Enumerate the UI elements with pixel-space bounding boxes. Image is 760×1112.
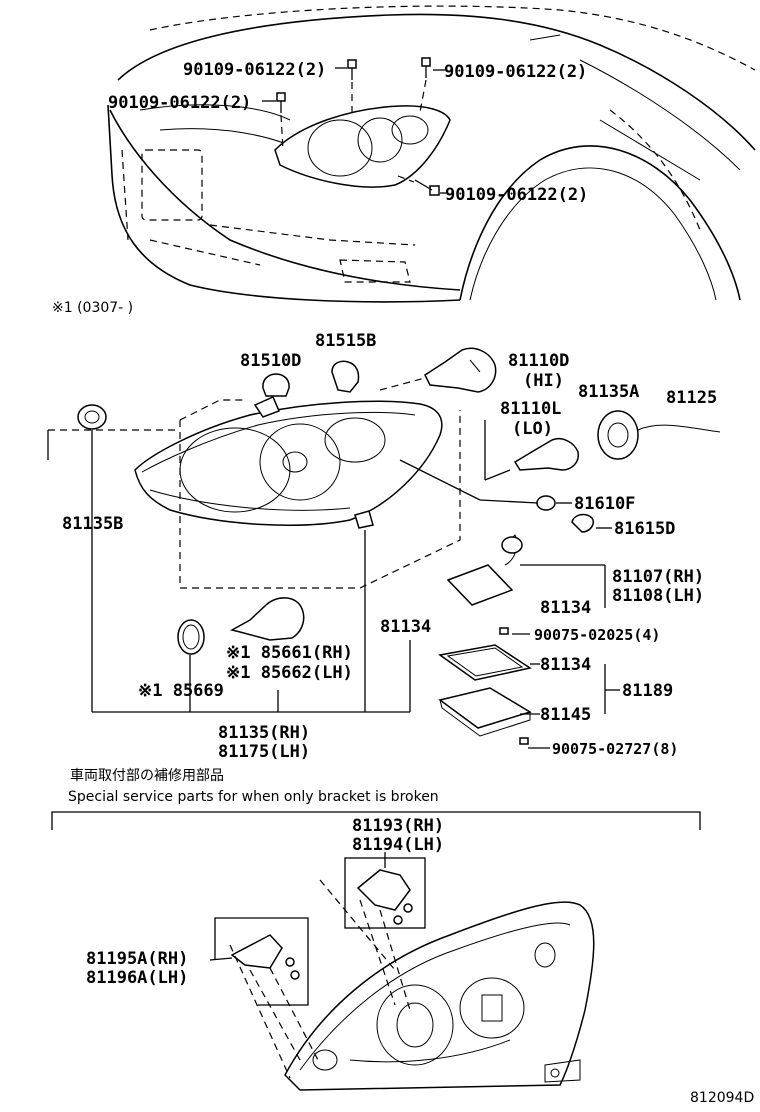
part-label-81134-ballast: 81134 — [540, 598, 591, 618]
ballast-81107-icon — [446, 534, 523, 606]
service-parts-note: Special service parts for when only brac… — [68, 789, 439, 805]
model-period-note: ※1 (0307- ) — [52, 300, 133, 316]
socket-81515b-icon — [331, 360, 360, 393]
bulb-81110d-hi-icon — [424, 347, 497, 393]
bolt-label-top-left: 90109-06122(2) — [183, 60, 326, 80]
headlamp-housing-rear — [284, 901, 595, 1091]
service-parts-bracket-line — [51, 811, 701, 830]
part-label-81108-lh: 81108(LH) — [612, 586, 704, 606]
part-label-81510d: 81510D — [240, 351, 301, 371]
socket-81615d-icon — [571, 513, 594, 533]
part-label-81193-rh: 81193(RH) — [352, 816, 444, 836]
part-label-81145: 81145 — [540, 705, 591, 725]
part-label-81135-rh: 81135(RH) — [218, 723, 310, 743]
part-label-81110l: 81110L — [500, 399, 561, 419]
part-label-81615d: 81615D — [614, 519, 675, 539]
bolt-label-lower: 90109-06122(2) — [445, 185, 588, 205]
headlamp-on-car — [274, 105, 451, 188]
gasket-81134-icon — [438, 644, 532, 681]
part-label-81110d-hi: (HI) — [523, 371, 564, 391]
part-label-90075-02025: 90075-02025(4) — [534, 626, 660, 644]
part-label-81110l-lo: (LO) — [512, 419, 553, 439]
part-label-90075-02727: 90075-02727(8) — [552, 740, 678, 758]
bolt-icon — [276, 57, 440, 196]
part-label-81134-lamp: 81134 — [380, 617, 431, 637]
part-label-81110d: 81110D — [508, 351, 569, 371]
bulb-81510d-icon — [262, 373, 290, 397]
part-label-81189: 81189 — [622, 681, 673, 701]
part-label-85669: ※1 85669 — [138, 681, 224, 701]
bolt-label-top-right: 90109-06122(2) — [444, 62, 587, 82]
part-label-81135b: 81135B — [62, 514, 123, 534]
headlamp-unit — [134, 396, 443, 529]
socket-81135a-icon — [597, 410, 721, 460]
part-label-81515b: 81515B — [315, 331, 376, 351]
part-label-85662-lh: ※1 85662(LH) — [226, 663, 353, 683]
screw-icon — [499, 627, 529, 745]
part-label-81195a-rh: 81195A(RH) — [86, 949, 188, 969]
japanese-service-note: 車両取付部の補修用部品 — [70, 767, 224, 784]
bulb-81110l-lo-icon — [513, 438, 580, 471]
bulb-81610f-icon — [536, 495, 556, 511]
part-label-81107-rh: 81107(RH) — [612, 567, 704, 587]
o-ring-85669-icon — [177, 619, 205, 655]
bracket-81193-icon — [344, 857, 426, 929]
bracket-81195a-icon — [214, 917, 309, 1006]
cover-81145-icon — [438, 687, 532, 737]
part-label-81175-lh: 81175(LH) — [218, 742, 310, 762]
discharge-bulb-85661-icon — [229, 597, 305, 641]
figure-id: 812094D — [690, 1090, 754, 1106]
bolt-label-left: 90109-06122(2) — [108, 93, 251, 113]
grommet-81135b-icon — [77, 404, 107, 430]
part-label-81194-lh: 81194(LH) — [352, 835, 444, 855]
part-label-81196a-lh: 81196A(LH) — [86, 968, 188, 988]
part-label-81610f: 81610F — [574, 494, 635, 514]
part-label-81135a: 81135A — [578, 382, 639, 402]
car-front-illustration — [107, 5, 756, 303]
part-label-81134-gasket: 81134 — [540, 655, 591, 675]
part-label-85661-rh: ※1 85661(RH) — [226, 643, 353, 663]
part-label-81125: 81125 — [666, 388, 717, 408]
